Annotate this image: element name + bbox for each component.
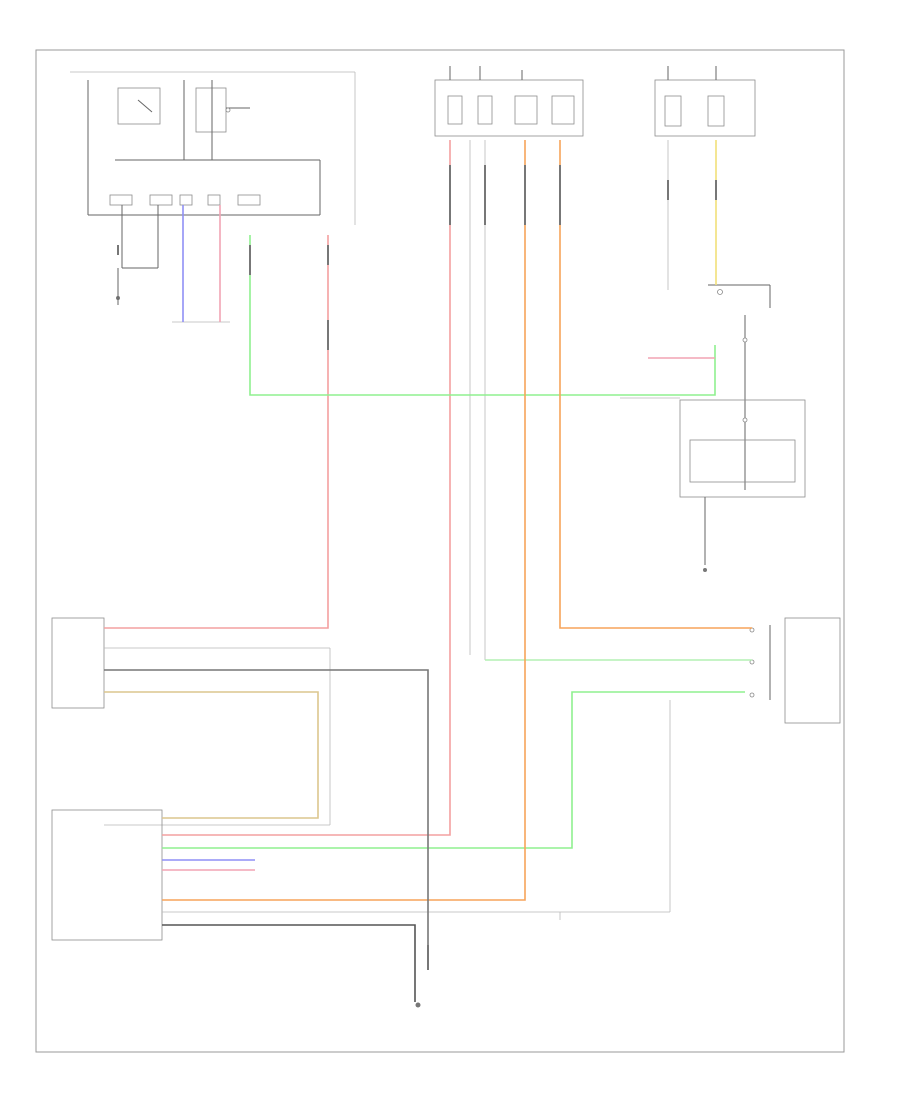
- ground-point: [415, 1002, 421, 1008]
- hood-switch-area: [679, 284, 806, 572]
- wire-green-horizontal: [249, 235, 716, 396]
- fuse-block-right: [654, 66, 756, 137]
- engine-relay-block: [70, 71, 356, 323]
- connector-ticks: [117, 165, 717, 970]
- control-unit-frame: [679, 399, 806, 498]
- security-module-frame: [784, 617, 841, 724]
- diagram-frame: [35, 49, 845, 1053]
- fuse-block-frame: [434, 79, 584, 137]
- wire-gray: [104, 669, 429, 958]
- left-modules: [51, 617, 671, 941]
- module-upper-left: [51, 617, 105, 709]
- wire-red-center: [162, 140, 451, 836]
- security-module: [749, 617, 841, 724]
- wire-green-lower: [162, 691, 745, 849]
- fuse-block-center: [434, 66, 584, 137]
- wire-black: [162, 924, 416, 1002]
- relay-box-1: [117, 87, 161, 125]
- wire-red-upper: [104, 235, 329, 629]
- wire-tan: [104, 691, 319, 819]
- module-lower-left: [51, 809, 163, 941]
- control-unit-inner: [689, 439, 796, 483]
- wire-orange-left: [162, 140, 526, 901]
- wire-orange-right: [559, 140, 752, 629]
- relay-box-2: [195, 87, 227, 133]
